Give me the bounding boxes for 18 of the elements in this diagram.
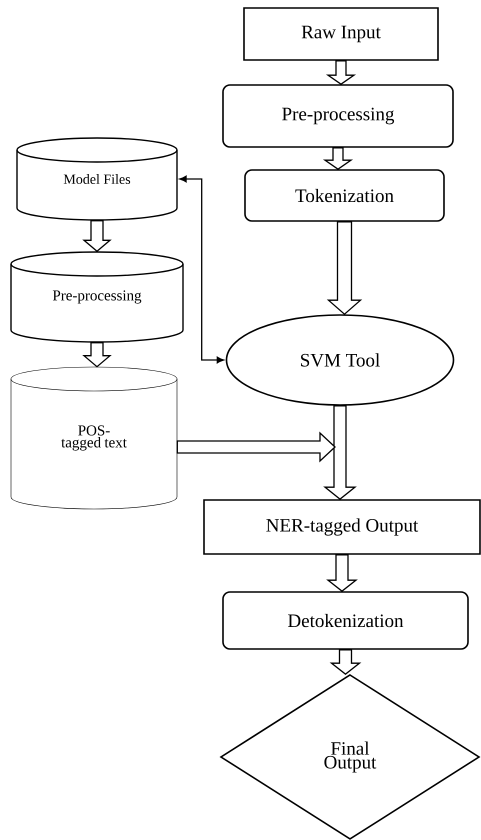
arrow xyxy=(179,176,224,364)
process-box: Pre-processing xyxy=(222,84,454,148)
block-arrow xyxy=(176,432,336,462)
block-arrow xyxy=(82,220,112,252)
block-arrow xyxy=(82,342,112,368)
block-arrow xyxy=(330,649,362,676)
process-box: Raw Input xyxy=(243,7,439,61)
block-arrow xyxy=(326,60,356,85)
database-cylinder: Pre-processing xyxy=(10,251,184,343)
process-box: NER-tagged Output xyxy=(203,499,481,555)
block-arrow xyxy=(323,405,357,500)
database-cylinder: POS-tagged text xyxy=(10,366,178,510)
process-box: Detokenization xyxy=(222,591,469,650)
block-arrow xyxy=(322,147,354,170)
block-arrow xyxy=(326,554,358,592)
database-cylinder: Model Files xyxy=(16,137,178,221)
process-box: Tokenization xyxy=(244,169,445,222)
block-arrow xyxy=(326,221,362,316)
